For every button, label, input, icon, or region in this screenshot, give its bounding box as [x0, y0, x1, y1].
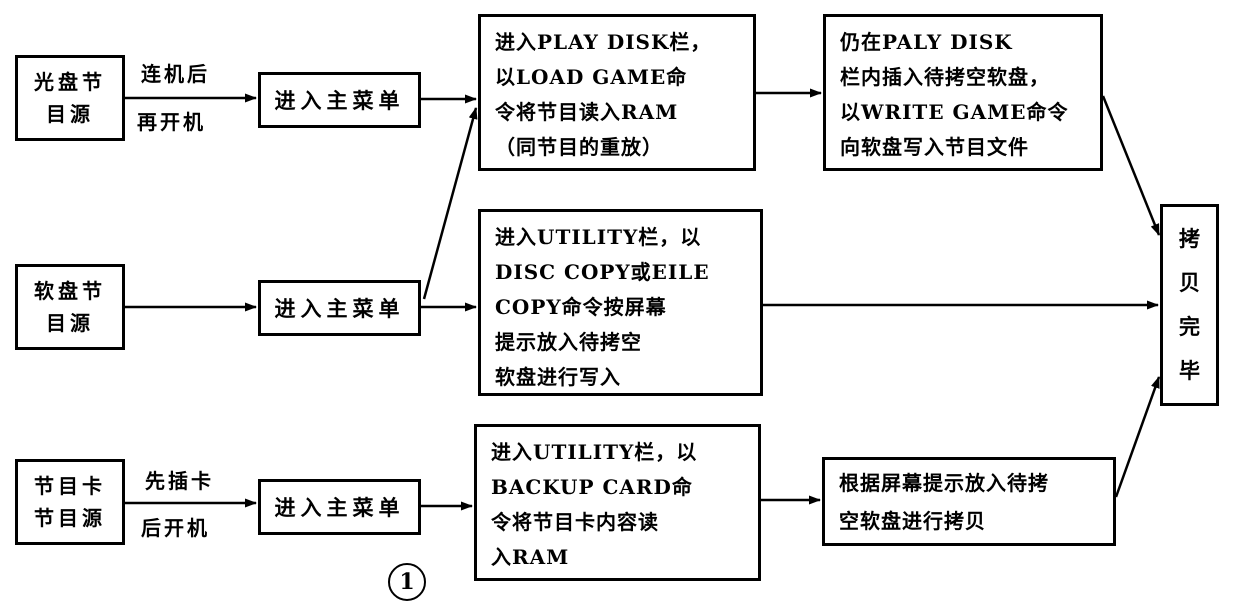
node-play-disk-line3: 令将节目读入RAM: [495, 100, 679, 124]
figure-number: 1: [399, 569, 415, 595]
node-copy-complete: 拷 贝 完 毕: [1160, 204, 1219, 406]
node-screen-prompt-line2: 空软盘进行拷贝: [839, 509, 986, 533]
node-disc-copy-line1: 进入UTILITY栏，以: [495, 225, 702, 249]
node-floppy-source-line2: 目源: [46, 311, 94, 335]
edge-label-insert-card-first: 先插卡: [145, 469, 214, 493]
edge-label-then-boot: 后开机: [141, 516, 210, 540]
node-write-game: 仍在PALY DISK 栏内插入待拷空软盘， 以WRITE GAME命令 向软盘…: [823, 14, 1103, 171]
node-write-game-line2: 栏内插入待拷空软盘，: [840, 65, 1050, 89]
node-disc-copy-line3: COPY命令按屏幕: [495, 295, 667, 319]
node-card-source-line1: 节目卡: [34, 474, 106, 498]
node-backup-card-line3: 令将节目卡内容读: [491, 510, 659, 534]
node-copy-complete-char4: 毕: [1179, 358, 1200, 383]
node-copy-complete-char2: 贝: [1179, 270, 1200, 295]
node-disc-copy-line4: 提示放入待拷空: [495, 330, 642, 354]
arrow-menu2-to-playdisk: [422, 107, 478, 300]
node-play-disk-line2: 以LOAD GAME命: [495, 65, 688, 89]
node-backup-card-line1: 进入UTILITY栏，以: [491, 440, 698, 464]
node-screen-prompt: 根据屏幕提示放入待拷 空软盘进行拷贝: [822, 457, 1116, 546]
node-write-game-line1: 仍在PALY DISK: [840, 30, 1013, 54]
node-card-source-line2: 节目源: [34, 506, 106, 530]
node-backup-card-line4: 入RAM: [491, 545, 570, 569]
node-backup-card-line2: BACKUP CARD命: [491, 475, 693, 499]
node-disc-copy-line5: 软盘进行写入: [495, 365, 621, 389]
arrow-prompt-to-done: [1114, 376, 1161, 498]
figure-number-badge: 1: [388, 563, 426, 601]
node-write-game-line4: 向软盘写入节目文件: [840, 135, 1029, 159]
node-main-menu-1: 进入主菜单: [258, 72, 421, 128]
node-floppy-source-line1: 软盘节: [34, 279, 106, 303]
node-copy-complete-char3: 完: [1179, 314, 1200, 339]
node-write-game-line3: 以WRITE GAME命令: [840, 100, 1069, 124]
node-cd-source: 光盘节 目源: [15, 55, 125, 141]
node-screen-prompt-line1: 根据屏幕提示放入待拷: [839, 471, 1049, 495]
node-main-menu-2: 进入主菜单: [258, 280, 421, 336]
node-disc-copy: 进入UTILITY栏，以 DISC COPY或EILE COPY命令按屏幕 提示…: [478, 209, 763, 396]
node-play-disk: 进入PLAY DISK栏， 以LOAD GAME命 令将节目读入RAM （同节目…: [478, 14, 756, 171]
node-play-disk-line1: 进入PLAY DISK栏，: [495, 30, 712, 54]
edge-label-connect-first: 连机后: [141, 62, 210, 86]
node-floppy-source: 软盘节 目源: [15, 264, 125, 350]
node-card-source: 节目卡 节目源: [15, 459, 125, 545]
node-play-disk-line4: （同节目的重放）: [495, 135, 663, 159]
node-copy-complete-char1: 拷: [1179, 226, 1200, 251]
edge-label-then-power-on: 再开机: [137, 110, 206, 134]
node-main-menu-3: 进入主菜单: [258, 479, 421, 535]
node-cd-source-line2: 目源: [46, 102, 94, 126]
node-disc-copy-line2: DISC COPY或EILE: [495, 260, 710, 284]
node-cd-source-line1: 光盘节: [34, 70, 106, 94]
node-backup-card: 进入UTILITY栏，以 BACKUP CARD命 令将节目卡内容读 入RAM: [474, 424, 761, 581]
arrow-writegame-to-done: [1101, 95, 1161, 236]
